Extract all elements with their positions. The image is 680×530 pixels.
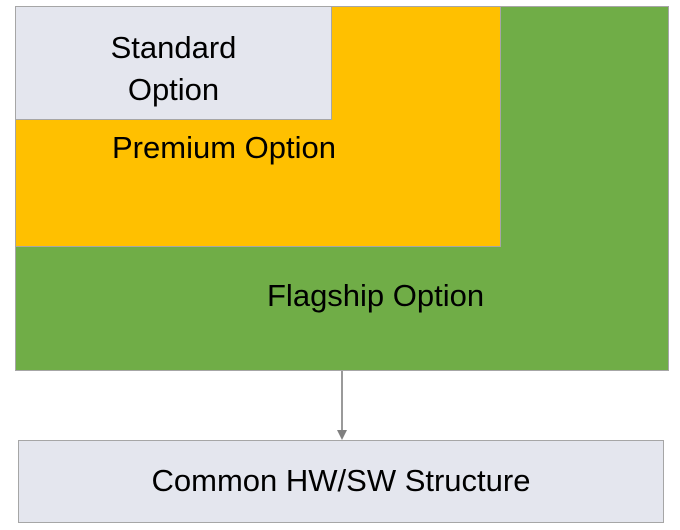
common-structure-box: Common HW/SW Structure [18,440,664,523]
standard-option-box: Standard Option [15,6,332,120]
premium-option-label: Premium Option [112,130,336,165]
common-structure-label: Common HW/SW Structure [151,463,531,499]
standard-option-label: Standard Option [110,30,237,107]
arrowhead-icon [337,430,347,440]
flagship-option-label: Flagship Option [267,278,485,313]
